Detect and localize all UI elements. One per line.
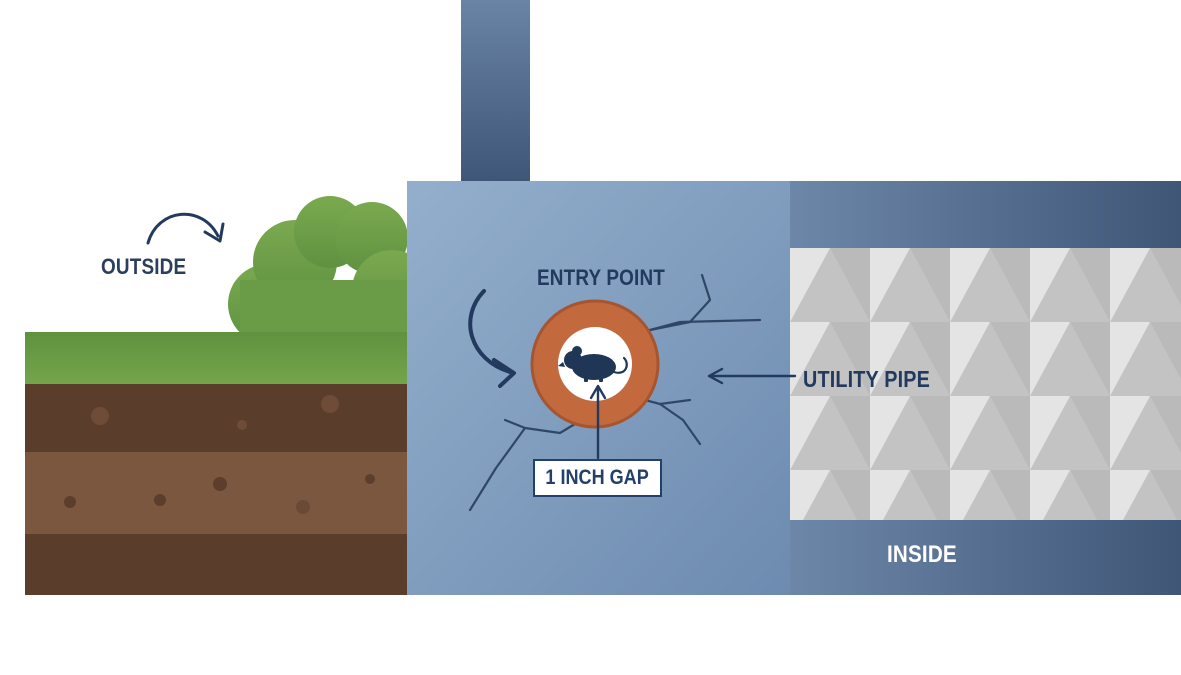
soil-layer-bottom	[25, 534, 410, 595]
soil-layer-middle	[25, 452, 410, 534]
interior-insulation	[790, 248, 1181, 520]
soil-layer-top	[25, 384, 410, 452]
vent-pipe	[461, 0, 530, 182]
straight-arrow-icon	[589, 384, 607, 460]
curved-arrow-icon	[146, 212, 225, 245]
inside-label: INSIDE	[887, 541, 957, 568]
outside-label: OUTSIDE	[101, 254, 187, 279]
soil-pebbles	[64, 395, 375, 514]
gap-callout: 1 INCH GAP	[533, 459, 662, 497]
curved-arrow-icon	[468, 289, 516, 388]
gap-label: 1 INCH GAP	[545, 466, 650, 489]
mouse-icon	[558, 346, 628, 382]
utility-pipe-label: UTILITY PIPE	[803, 366, 930, 392]
straight-arrow-icon	[707, 367, 797, 385]
bush	[228, 196, 432, 344]
grass-strip	[25, 332, 410, 384]
entry-point-label: ENTRY POINT	[537, 265, 666, 290]
